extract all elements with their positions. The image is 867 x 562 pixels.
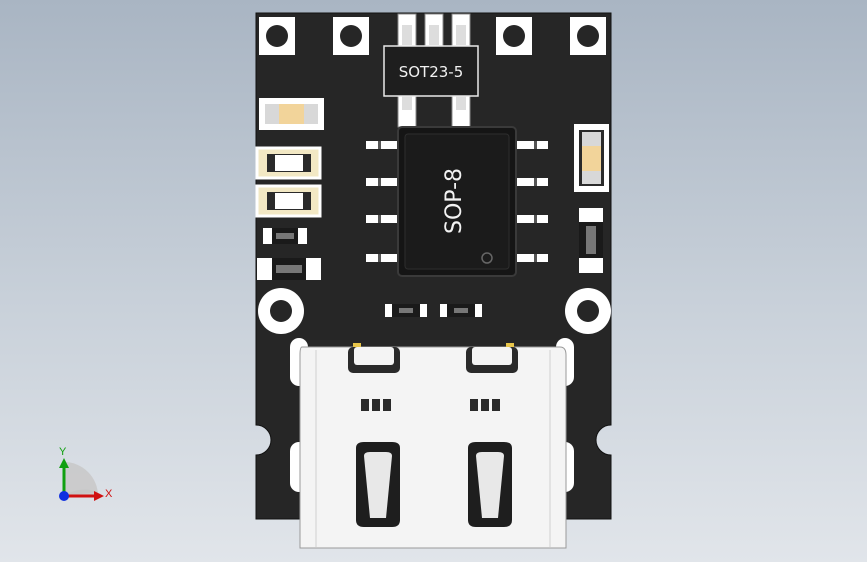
x-axis-label: X [105,488,113,500]
sop-8-chip[interactable]: SOP-8 [366,126,548,277]
mounting-hole-right [565,288,611,334]
sot23-label: SOT23-5 [399,63,464,81]
y-axis-label: Y [59,446,67,458]
capacitor-c2[interactable] [255,146,322,180]
sot23-5-chip[interactable]: SOT23-5 [383,13,479,128]
capacitor-c4[interactable] [574,124,609,192]
capacitor-c3[interactable] [255,184,322,218]
resistor-r4[interactable] [385,304,427,317]
resistor-r3[interactable] [579,208,603,273]
sop8-label: SOP-8 [442,168,467,234]
capacitor-c1[interactable] [259,98,324,130]
resistor-r2[interactable] [257,258,321,280]
top-header-pads [259,17,606,55]
resistor-r5[interactable] [440,304,482,317]
coordinate-triad: X Y [59,446,113,501]
mounting-hole-left [258,288,304,334]
resistor-r1[interactable] [263,228,307,244]
usb-c-connector[interactable] [299,343,567,549]
